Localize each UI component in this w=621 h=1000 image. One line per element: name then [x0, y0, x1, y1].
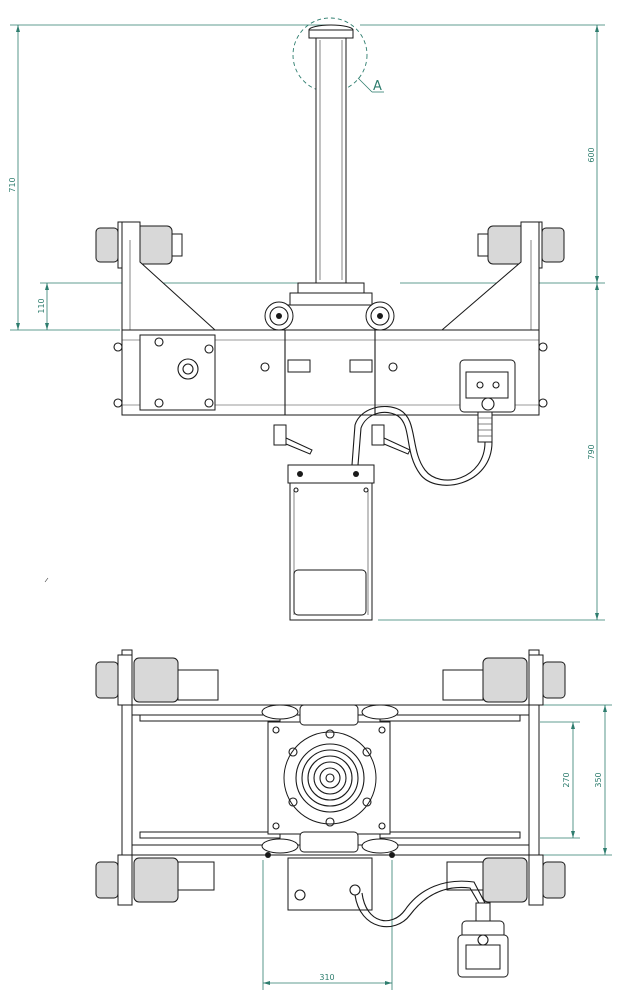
dim-label-790: 790 — [587, 444, 596, 459]
top-bottom-dimension: 310 — [262, 860, 393, 990]
front-left-dimensions: 710 110 — [8, 24, 330, 331]
top-control-valve — [457, 902, 509, 978]
roller-br — [446, 854, 566, 906]
dim-label-310: 310 — [319, 973, 334, 982]
top-jack-housing — [287, 857, 373, 911]
dim-label-710: 710 — [8, 177, 17, 192]
lift-post — [281, 24, 381, 331]
dim-label-600: 600 — [587, 147, 596, 162]
dim-label-350: 350 — [594, 772, 603, 787]
roller-tr — [442, 654, 566, 706]
front-view: 710 110 600 790 A — [8, 17, 605, 621]
rail-pulleys — [261, 704, 399, 858]
roller-tl — [95, 654, 219, 706]
top-hydraulic-hose — [354, 886, 481, 928]
lever-right — [371, 424, 411, 455]
dim-label-270: 270 — [562, 772, 571, 787]
hydraulic-hose — [351, 406, 486, 481]
top-right-dimensions: 270 350 — [535, 704, 612, 856]
pulley-left — [264, 301, 294, 331]
pulley-right — [365, 301, 395, 331]
jack-housing — [287, 464, 375, 621]
center-saddle-plate — [267, 704, 391, 853]
control-valve-block — [459, 359, 516, 443]
front-right-dimensions: 600 790 — [360, 24, 605, 621]
dim-label-110: 110 — [37, 298, 46, 313]
top-view: 270 350 310 — [95, 649, 612, 990]
detail-callout-label: A — [373, 79, 382, 94]
roller-bl — [95, 854, 215, 906]
lever-left — [273, 424, 313, 455]
